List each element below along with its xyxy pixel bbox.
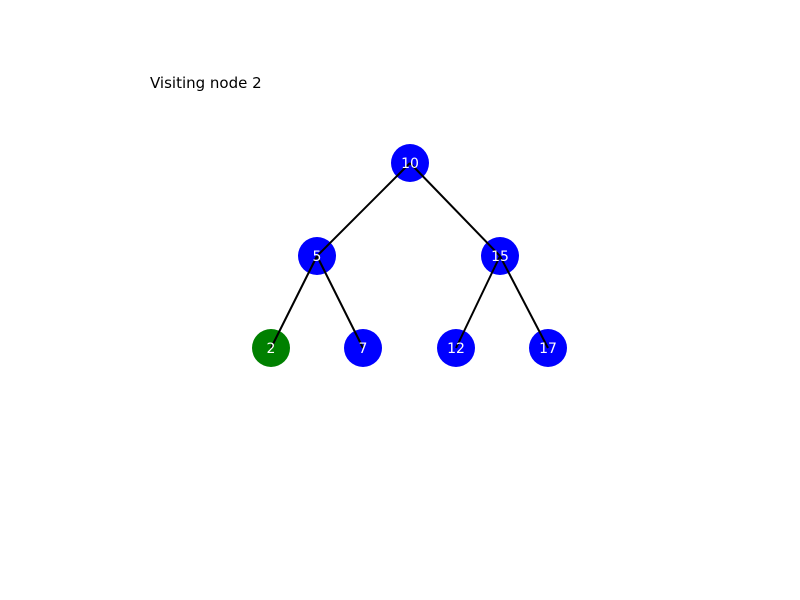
tree-node-label-2: 2	[267, 341, 276, 357]
tree-edge-15-12	[455, 255, 501, 349]
tree-node-label-15: 15	[491, 249, 509, 265]
tree-labels-layer: 10 5 15 2 7 12 17	[267, 156, 557, 357]
tree-node-label-7: 7	[359, 341, 368, 357]
tree-node-label-10: 10	[401, 156, 419, 172]
tree-edge-10-5	[316, 162, 411, 257]
tree-edge-5-2	[270, 255, 318, 349]
tree-node-label-17: 17	[539, 341, 557, 357]
tree-edge-15-17	[499, 255, 549, 349]
tree-node-label-12: 12	[447, 341, 465, 357]
tree-nodes-layer	[252, 144, 567, 367]
tree-edge-10-15	[409, 162, 501, 257]
tree-edge-5-7	[316, 255, 364, 349]
tree-edges-layer	[270, 162, 549, 349]
figure-title: Visiting node 2	[150, 74, 262, 92]
tree-node-label-5: 5	[313, 249, 322, 265]
